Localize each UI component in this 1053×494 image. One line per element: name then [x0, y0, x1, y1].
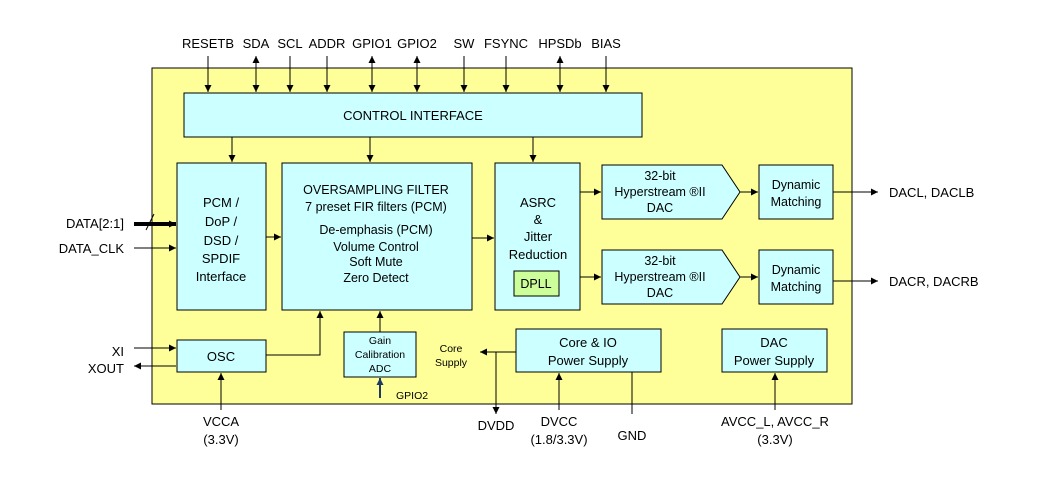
svg-text:DAC: DAC [647, 201, 673, 215]
bottom-arrows [217, 352, 779, 414]
svg-text:OVERSAMPLING FILTER: OVERSAMPLING FILTER [303, 183, 449, 197]
pin-dacr: DACR, DACRB [889, 274, 979, 289]
osc-block [176, 339, 267, 373]
pcm-interface-label: PCM / DoP / DSD / SPDIF Interface [196, 195, 247, 284]
pin-gpio1: GPIO1 [352, 36, 392, 51]
svg-text:Power Supply: Power Supply [734, 353, 815, 368]
pin-avcc: AVCC_L, AVCC_R [721, 414, 829, 429]
pin-fsync: FSYNC [484, 36, 528, 51]
gain-gpio2-label: GPIO2 [396, 390, 428, 402]
core-supply-label: Core Supply [435, 343, 468, 369]
core-io-power-label: Core & IO Power Supply [548, 335, 629, 368]
pin-dvcc-voltage: (1.8/3.3V) [530, 432, 587, 447]
svg-text:Core: Core [440, 343, 463, 355]
svg-text:ADC: ADC [369, 363, 392, 375]
pin-scl: SCL [277, 36, 302, 51]
pin-resetb: RESETB [182, 36, 234, 51]
pin-vcca-voltage: (3.3V) [203, 432, 238, 447]
dpll-block [513, 270, 560, 297]
pin-gnd: GND [618, 428, 647, 443]
left-arrows [134, 213, 176, 370]
osc-to-filter-arrow [266, 311, 324, 356]
pin-xi: XI [112, 344, 124, 359]
svg-text:Hyperstream ®II: Hyperstream ®II [614, 185, 705, 199]
data-bus-slash [145, 213, 155, 231]
pin-dacl: DACL, DACLB [889, 185, 974, 200]
dac-power-label: DAC Power Supply [734, 335, 815, 368]
svg-text:Volume Control: Volume Control [333, 240, 418, 254]
svg-text:Core & IO: Core & IO [559, 335, 617, 350]
svg-text:&: & [534, 212, 543, 227]
pin-xout: XOUT [88, 361, 124, 376]
top-pins: RESETB SDA SCL ADDR GPIO1 GPIO2 SW FSYNC… [182, 36, 621, 51]
signal-arrows [266, 188, 878, 285]
svg-text:Zero Detect: Zero Detect [343, 271, 409, 285]
pin-sda: SDA [243, 36, 270, 51]
svg-text:7 preset FIR filters (PCM): 7 preset FIR filters (PCM) [305, 200, 447, 214]
control-interface-label: CONTROL INTERFACE [343, 108, 483, 123]
pin-dvcc: DVCC [541, 414, 578, 429]
pin-gpio2: GPIO2 [397, 36, 437, 51]
asrc-label: ASRC & Jitter Reduction [509, 195, 568, 262]
svg-text:Interface: Interface [196, 269, 247, 284]
svg-text:DAC: DAC [760, 335, 787, 350]
svg-text:Matching: Matching [771, 195, 822, 209]
dpll-label: DPLL [520, 277, 551, 291]
dac-top-label: 32-bit Hyperstream ®II DAC [614, 169, 705, 215]
pin-addr: ADDR [309, 36, 346, 51]
gain-calibration-label: Gain Calibration ADC [355, 335, 405, 375]
svg-text:Calibration: Calibration [355, 349, 405, 361]
svg-text:Jitter: Jitter [524, 229, 553, 244]
osc-label: OSC [207, 349, 235, 364]
dynamic-matching-bottom-label: Dynamic Matching [771, 263, 822, 294]
oversampling-filter-label: OVERSAMPLING FILTER 7 preset FIR filters… [303, 183, 449, 285]
svg-text:Supply: Supply [435, 357, 468, 369]
dynamic-matching-top-block [758, 164, 834, 220]
control-interface-block [183, 92, 643, 138]
pin-hpsdb: HPSDb [538, 36, 581, 51]
pin-data: DATA[2:1] [66, 216, 124, 231]
dynamic-matching-bottom-block [758, 249, 834, 305]
svg-text:32-bit: 32-bit [644, 169, 676, 183]
dac-bottom-label: 32-bit Hyperstream ®II DAC [614, 254, 705, 300]
svg-text:Hyperstream ®II: Hyperstream ®II [614, 270, 705, 284]
pin-avcc-voltage: (3.3V) [757, 432, 792, 447]
dac-power-block [721, 328, 828, 373]
svg-text:Matching: Matching [771, 280, 822, 294]
svg-text:PCM /: PCM / [203, 195, 240, 210]
svg-text:De-emphasis (PCM): De-emphasis (PCM) [319, 223, 432, 237]
svg-text:Gain: Gain [369, 335, 391, 347]
svg-text:Soft Mute: Soft Mute [349, 255, 403, 269]
gain-calibration-block [343, 331, 417, 378]
oversampling-filter-block [281, 162, 473, 311]
dac-bottom-block [601, 249, 741, 305]
dynamic-matching-top-label: Dynamic Matching [771, 178, 822, 209]
control-arrows [228, 137, 537, 162]
top-pin-arrows [204, 56, 610, 92]
svg-text:Reduction: Reduction [509, 247, 568, 262]
bottom-pins: VCCA (3.3V) DVDD DVCC (1.8/3.3V) GND AVC… [203, 414, 829, 447]
dac-top-block [601, 164, 741, 220]
svg-text:Power Supply: Power Supply [548, 353, 629, 368]
pin-sw: SW [454, 36, 476, 51]
pin-dvdd: DVDD [478, 418, 515, 433]
svg-text:DSD /: DSD / [204, 233, 239, 248]
pcm-interface-block [176, 162, 267, 311]
pin-data-clk: DATA_CLK [59, 241, 125, 256]
svg-text:Dynamic: Dynamic [772, 263, 821, 277]
svg-text:32-bit: 32-bit [644, 254, 676, 268]
svg-text:Dynamic: Dynamic [772, 178, 821, 192]
svg-text:ASRC: ASRC [520, 195, 556, 210]
core-io-power-block [515, 328, 662, 373]
svg-text:DAC: DAC [647, 286, 673, 300]
pin-vcca: VCCA [203, 414, 239, 429]
svg-text:SPDIF: SPDIF [202, 251, 240, 266]
pin-bias: BIAS [591, 36, 621, 51]
svg-text:DoP /: DoP / [205, 214, 238, 229]
